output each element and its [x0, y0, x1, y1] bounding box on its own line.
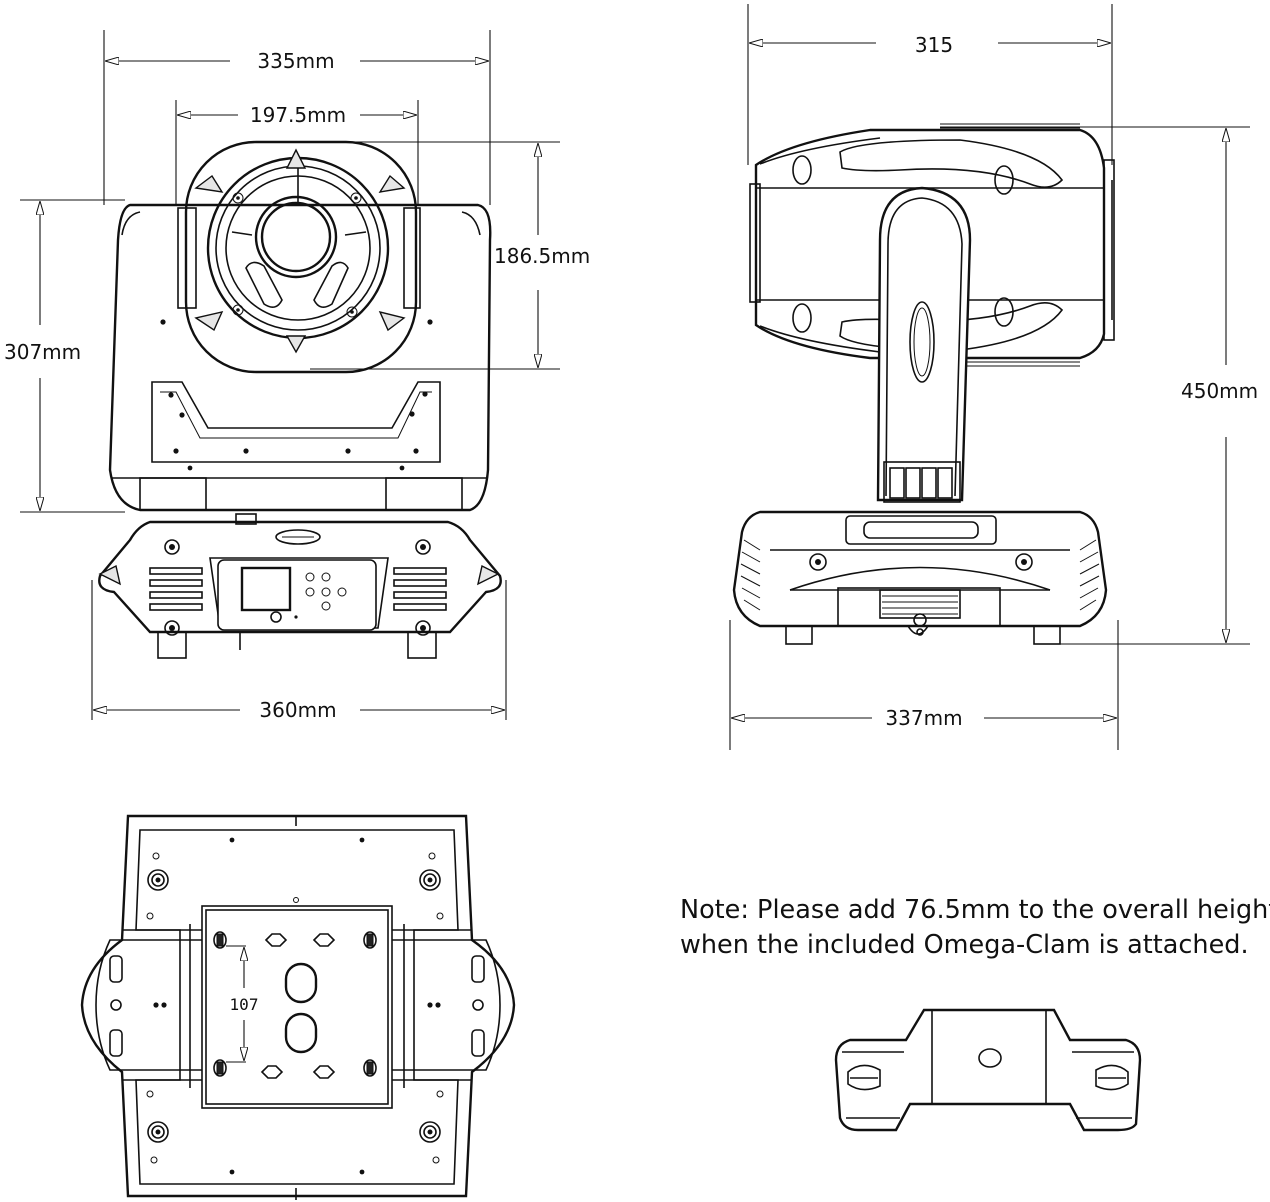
bottom-view-drawing: 107: [80, 814, 516, 1200]
omega-clam-note: Note: Please add 76.5mm to the overall h…: [680, 893, 1270, 973]
label-base-depth: 337mm: [885, 706, 962, 730]
note-line-2: when the included Omega-Clam is attached…: [680, 930, 1249, 960]
label-overall-height: 450mm: [1181, 379, 1258, 403]
front-dimension-lines: 335mm 197.5mm 186.5mm 307mm 360mm: [4, 30, 590, 722]
yoke-body: [108, 203, 492, 512]
front-base: [98, 520, 502, 634]
label-front-width: 335mm: [257, 49, 334, 73]
label-mount-spacing: 107: [230, 995, 259, 1014]
side-base: [732, 510, 1108, 628]
bottom-outline: [80, 814, 516, 1198]
label-head-width: 197.5mm: [250, 103, 346, 127]
head-housing: [184, 140, 418, 374]
side-view-drawing: [732, 123, 1115, 645]
note-line-1: Note: Please add 76.5mm to the overall h…: [680, 895, 1270, 925]
label-yoke-height: 307mm: [4, 340, 81, 364]
side-dimension-lines: 315 450mm 337mm: [729, 4, 1258, 750]
side-arm: [876, 186, 972, 502]
front-view-drawing: [98, 140, 502, 659]
label-head-height: 186.5mm: [494, 244, 590, 268]
label-base-width: 360mm: [259, 698, 336, 722]
label-side-depth: 315: [915, 33, 953, 57]
omega-clamp-drawing: [834, 1008, 1142, 1132]
